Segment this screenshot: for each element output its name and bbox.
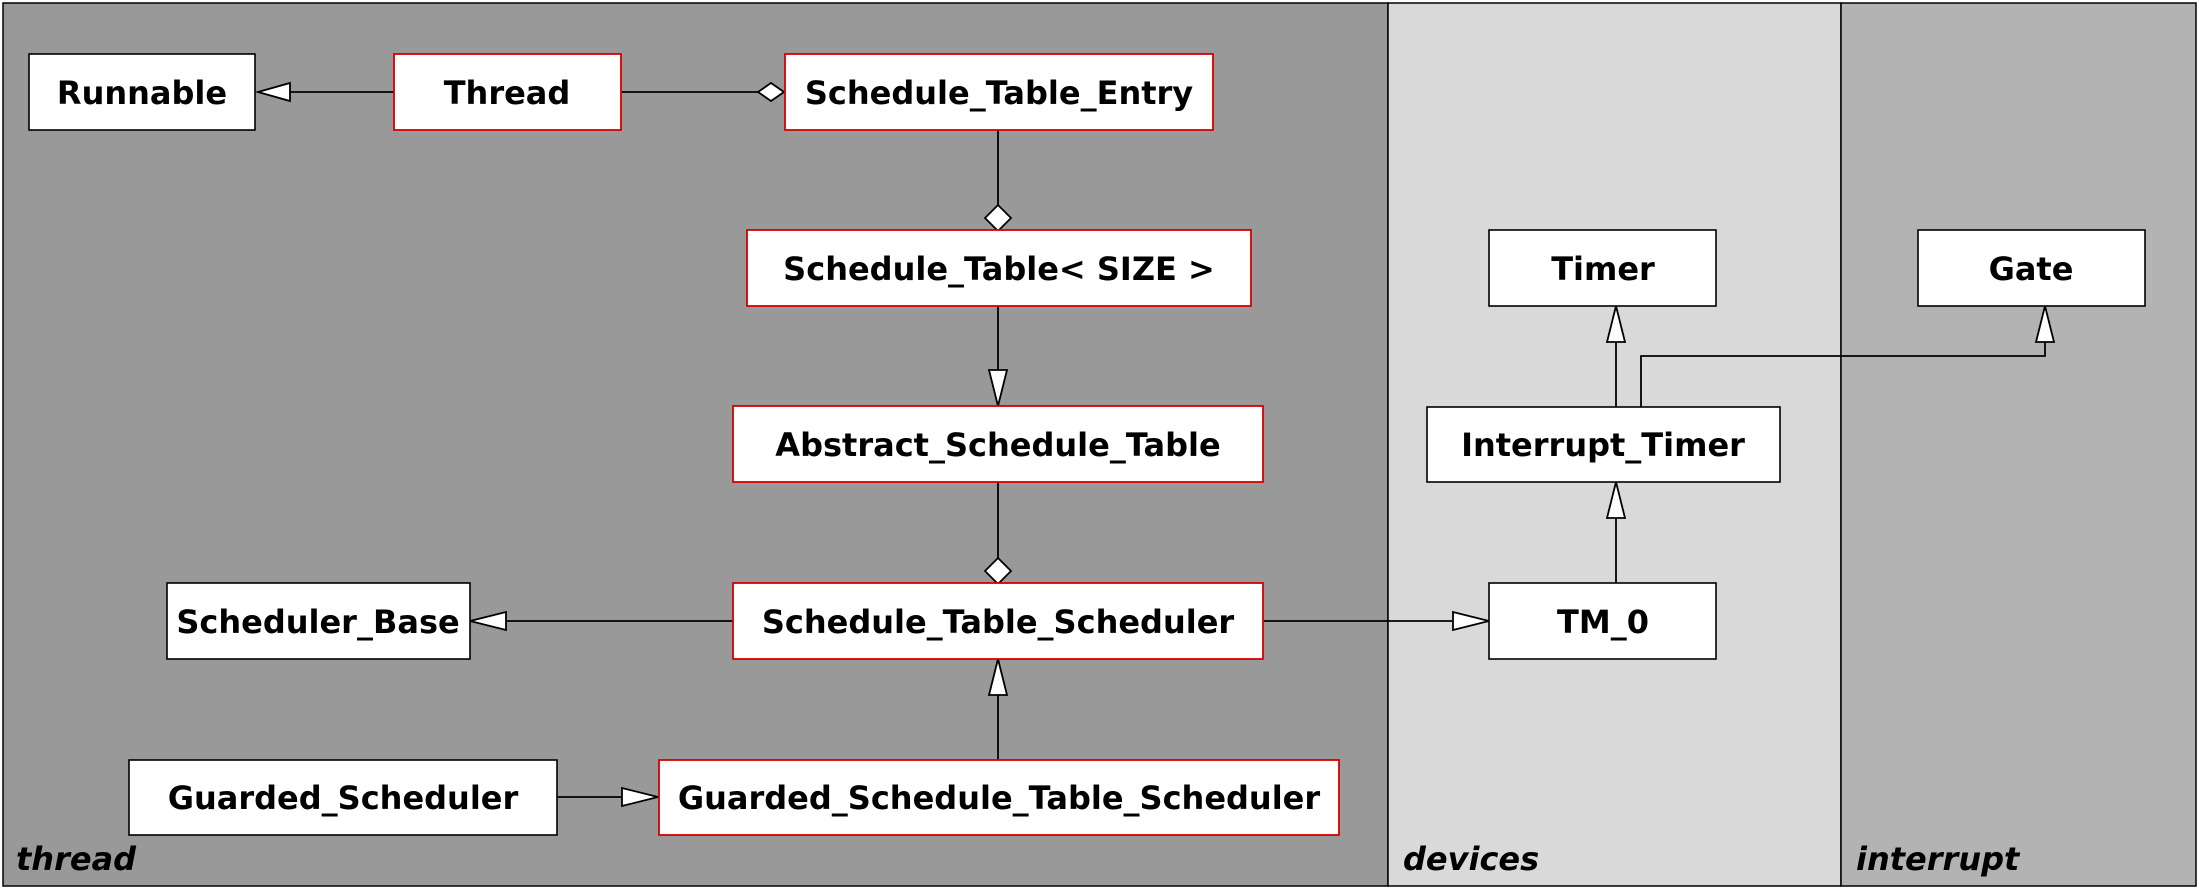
class-guarded-scheduler[interactable]: Guarded_Scheduler: [128, 759, 558, 836]
package-interrupt-region: [1840, 2, 2197, 887]
class-abstract-schedule-table[interactable]: Abstract_Schedule_Table: [732, 405, 1264, 483]
generalization-arrowhead: [1605, 481, 1627, 519]
class-box: [1917, 229, 2146, 307]
generalization-arrowhead: [1605, 305, 1627, 343]
package-thread-label: thread: [16, 840, 137, 878]
class-label: Schedule_Table_Entry: [805, 74, 1193, 112]
class-box: [1488, 582, 1717, 660]
class-box: [732, 582, 1264, 660]
class-guarded-schedule-table-scheduler[interactable]: Guarded_Schedule_Table_Scheduler: [658, 759, 1340, 836]
class-label: Schedule_Table< SIZE >: [783, 250, 1215, 288]
class-nodes: Runnable Thread Schedule_Table_Entry Sch…: [28, 53, 2146, 836]
edge-interrupttimer-gate: [1640, 305, 2056, 407]
class-box: [28, 53, 256, 131]
generalization-arrowhead: [621, 786, 659, 808]
class-label: Thread: [444, 74, 571, 112]
package-devices-label: devices: [1403, 840, 1539, 878]
generalization-arrowhead: [254, 81, 291, 103]
class-label: Schedule_Table_Scheduler: [762, 603, 1235, 641]
class-schedule-table-entry[interactable]: Schedule_Table_Entry: [784, 53, 1214, 131]
class-interrupt-timer[interactable]: Interrupt_Timer: [1426, 406, 1781, 483]
generalization-arrowhead: [987, 369, 1009, 407]
class-thread[interactable]: Thread: [393, 53, 622, 131]
class-label: Interrupt_Timer: [1461, 426, 1745, 464]
class-box: [658, 759, 1340, 836]
class-box: [732, 405, 1264, 483]
class-timer[interactable]: Timer: [1488, 229, 1717, 307]
edge-tm0-interrupttimer: [1605, 481, 1627, 583]
generalization-arrowhead: [1452, 610, 1490, 632]
class-schedule-table-scheduler[interactable]: Schedule_Table_Scheduler: [732, 582, 1264, 660]
edge-guarded-guardedtable: [557, 786, 659, 808]
class-label: Runnable: [57, 74, 227, 112]
edge-thread-entry: [621, 81, 786, 103]
edge-scheduler-base: [469, 610, 733, 632]
class-scheduler-base[interactable]: Scheduler_Base: [166, 582, 471, 660]
class-tm-0[interactable]: TM_0: [1488, 582, 1717, 660]
edge-line: [1640, 342, 2046, 407]
class-box: [1488, 229, 1717, 307]
class-box: [1426, 406, 1781, 483]
class-box: [393, 53, 622, 131]
class-label: Scheduler_Base: [176, 603, 459, 641]
edge-interrupttimer-timer: [1605, 305, 1627, 407]
class-box: [746, 229, 1252, 307]
class-label: TM_0: [1557, 603, 1649, 641]
class-runnable[interactable]: Runnable: [28, 53, 256, 131]
package-interrupt-label: interrupt: [1856, 840, 2021, 878]
aggregation-diamond: [756, 81, 786, 103]
class-label: Abstract_Schedule_Table: [775, 426, 1220, 464]
edge-guardedtable-scheduler: [987, 658, 1009, 760]
generalization-arrowhead: [469, 610, 507, 632]
generalization-arrowhead: [987, 658, 1009, 696]
edges: [254, 81, 2056, 808]
class-box: [784, 53, 1214, 131]
class-schedule-table-size[interactable]: Schedule_Table< SIZE >: [746, 229, 1252, 307]
generalization-arrowhead: [2034, 305, 2056, 343]
class-box: [166, 582, 471, 660]
class-label: Guarded_Scheduler: [168, 779, 519, 817]
class-gate[interactable]: Gate: [1917, 229, 2146, 307]
class-label: Guarded_Schedule_Table_Scheduler: [678, 779, 1321, 817]
package-interrupt: interrupt: [1840, 2, 2197, 887]
class-label: Gate: [1989, 250, 2074, 288]
edge-scheduler-tm0: [1263, 610, 1490, 632]
class-box: [128, 759, 558, 836]
edge-table-abstract: [987, 306, 1009, 407]
edge-thread-runnable: [254, 81, 394, 103]
class-label: Timer: [1551, 250, 1655, 288]
edge-abstract-scheduler: [983, 482, 1013, 586]
